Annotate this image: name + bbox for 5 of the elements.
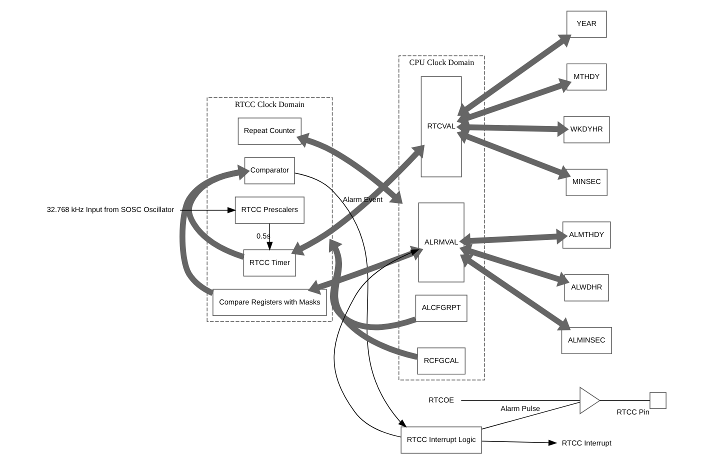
node-text: RTCC Interrupt xyxy=(562,438,612,448)
node-text: RTCOE xyxy=(428,395,454,404)
node-text: 32.768 kHz Input from SOSC Oscillator xyxy=(46,205,174,214)
edge-label: Alarm Pulse xyxy=(500,404,540,413)
node-label: RTCC Pin xyxy=(616,407,650,416)
